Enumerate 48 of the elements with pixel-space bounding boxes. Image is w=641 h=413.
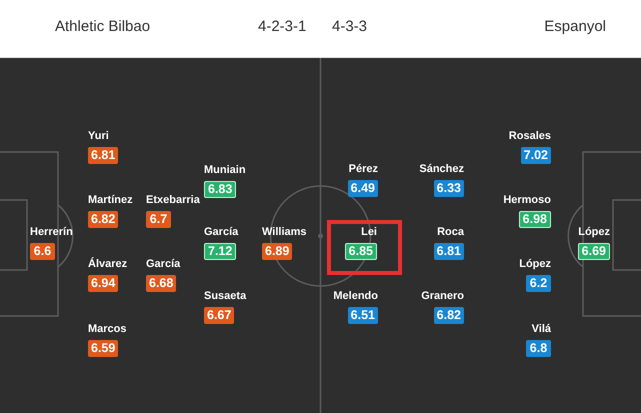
player-name: Muniain — [204, 164, 246, 177]
rating-badge: 6.2 — [526, 275, 551, 292]
rating-badge: 6.33 — [434, 180, 464, 197]
player-name: Williams — [262, 226, 307, 239]
player-name: García — [146, 258, 180, 271]
player-name: Rosales — [508, 130, 551, 143]
rating-badge: 6.82 — [88, 211, 118, 228]
rating-badge: 6.98 — [518, 211, 551, 228]
player-name: Susaeta — [204, 290, 246, 303]
rating-badge: 7.12 — [204, 243, 236, 260]
rating-badge: 6.89 — [262, 243, 292, 260]
player-name: Granero — [421, 290, 464, 303]
rating-badge: 6.81 — [88, 147, 118, 164]
rating-badge: 6.6 — [30, 243, 55, 260]
rating-badge: 6.81 — [434, 243, 464, 260]
rating-badge: 7.02 — [520, 147, 551, 164]
player-name: Hermoso — [503, 194, 551, 207]
formation-label: 4-2-3-1 — [258, 18, 306, 36]
rating-badge: 6.67 — [204, 307, 234, 324]
rating-badge: 6.94 — [88, 275, 118, 292]
player-name: García — [204, 226, 238, 239]
player-name: Álvarez — [88, 258, 128, 271]
player-name: Melendo — [333, 290, 378, 303]
player-name: Sánchez — [419, 163, 464, 176]
player-name: Roca — [437, 226, 464, 239]
rating-badge: 6.59 — [88, 340, 118, 357]
player-name: Pérez — [348, 163, 378, 176]
player-name: Marcos — [88, 323, 127, 336]
rating-badge: 6.8 — [526, 340, 551, 357]
player-name: Lei — [361, 226, 377, 239]
rating-badge: 6.49 — [348, 180, 378, 197]
player-name: Vilá — [532, 323, 551, 336]
rating-badge: 6.51 — [348, 307, 378, 324]
rating-badge: 6.69 — [578, 243, 610, 260]
player-name: López — [578, 226, 610, 239]
rating-badge: 6.83 — [204, 181, 236, 198]
rating-badge: 6.7 — [146, 211, 171, 228]
team-name: Espanyol — [544, 18, 606, 36]
player-name: López — [519, 258, 551, 271]
player-name: Yuri — [88, 130, 109, 143]
formation-label: 4-3-3 — [332, 18, 368, 36]
team-name: Athletic Bilbao — [55, 18, 150, 36]
player-name: Herrerín — [30, 226, 73, 239]
player-name: Etxebarria — [146, 194, 200, 207]
rating-badge: 6.82 — [434, 307, 464, 324]
rating-badge: 6.68 — [146, 275, 176, 292]
rating-badge: 6.85 — [344, 243, 377, 260]
player-name: Martínez — [88, 194, 133, 207]
